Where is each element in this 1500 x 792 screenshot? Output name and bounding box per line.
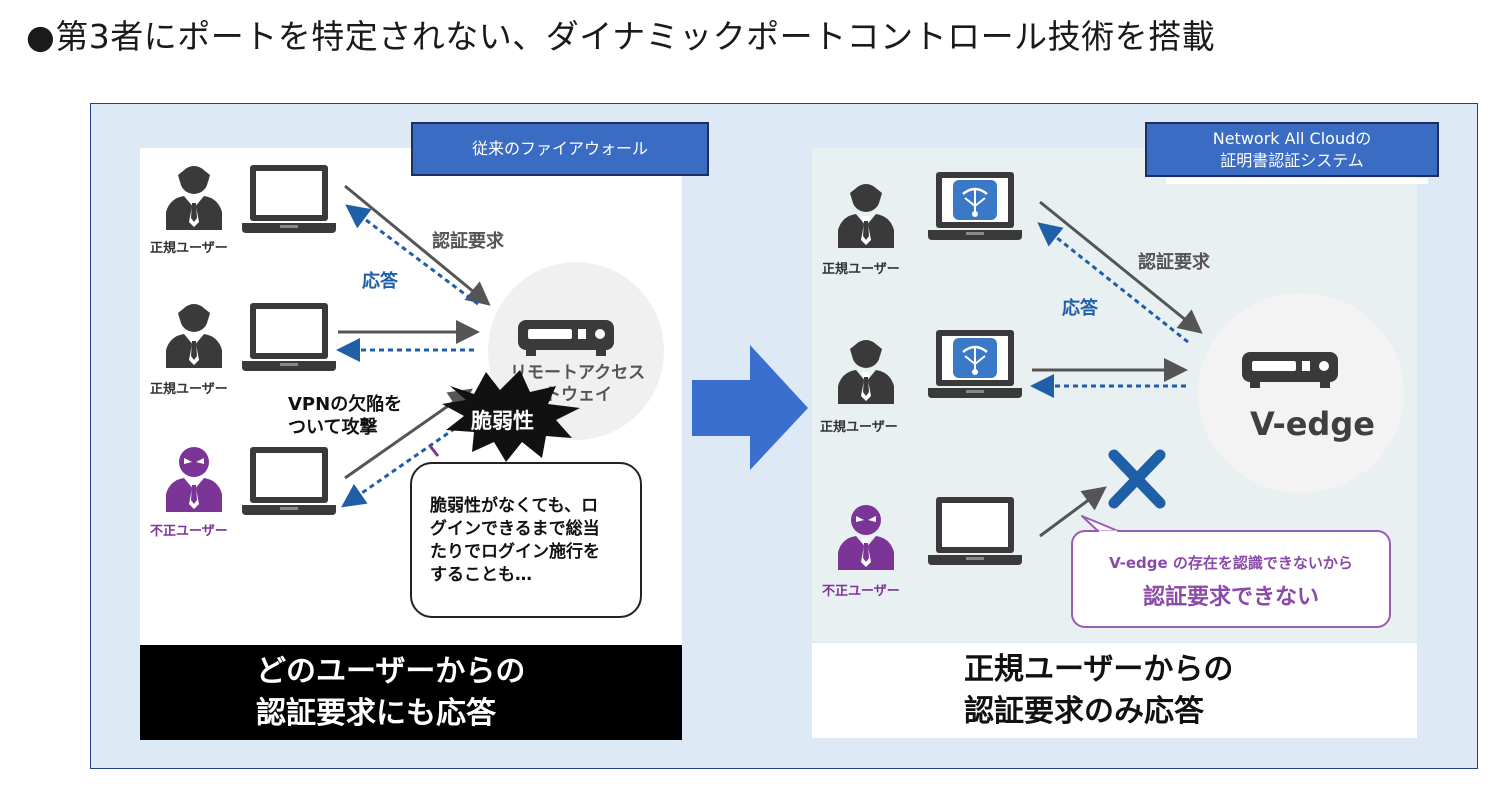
left-banner: どのユーザーからの 認証要求にも応答 (140, 645, 682, 740)
right-banner: 正規ユーザーからの 認証要求のみ応答 (812, 643, 1417, 738)
right-tag-line-2: 証明書認証システム (1220, 151, 1364, 170)
left-user-label-3: 不正ユーザー (150, 524, 228, 539)
left-banner-line-2: 認証要求にも応答 (256, 696, 496, 731)
right-tag: Network All Cloudの 証明書認証システム (1145, 122, 1439, 177)
vpn-attack-label: VPNの欠陥を ついて攻撃 (288, 393, 402, 439)
left-response-label: 応答 (362, 271, 398, 292)
right-banner-line-2: 認証要求のみ応答 (964, 694, 1204, 729)
right-auth-request-label: 認証要求 (1138, 252, 1210, 273)
right-user-label-3: 不正ユーザー (822, 584, 900, 599)
bubble-line-3: たりでログイン施行を (430, 542, 600, 562)
gateway-label: リモートアクセス ゲートウェイ (510, 362, 645, 406)
page-heading: ●第3者にポートを特定されない、ダイナミックポートコントロール技術を搭載 (26, 17, 1216, 56)
left-banner-line-1: どのユーザーからの (256, 654, 526, 689)
left-user-label-1: 正規ユーザー (150, 241, 228, 256)
bubble-large-text: 認証要求できない (1142, 585, 1319, 610)
right-user-label-2: 正規ユーザー (820, 420, 898, 435)
bubble-line-2: グインできるまで総当 (430, 519, 600, 539)
right-banner-line-1: 正規ユーザーからの (964, 652, 1234, 687)
right-user-label-1: 正規ユーザー (822, 262, 900, 277)
right-response-label: 応答 (1062, 298, 1098, 319)
v-edge-circle (1198, 293, 1404, 493)
v-edge-unknown-bubble: V-edge の存在を認識できないから 認証要求できない (1071, 530, 1391, 628)
gateway-label-line-1: リモートアクセス (510, 363, 646, 383)
left-tag: 従来のファイアウォール (411, 122, 709, 176)
bubble-small-text: V-edge の存在を認識できないから (1109, 554, 1353, 572)
brute-force-bubble: 脆弱性がなくても、ロ グインできるまで総当 たりでログイン施行を することも… (410, 462, 642, 618)
right-tag-underline (1166, 178, 1428, 184)
left-auth-request-label: 認証要求 (432, 231, 504, 252)
right-tag-line-1: Network All Cloudの (1212, 129, 1372, 148)
gateway-label-line-2: ゲートウェイ (510, 385, 612, 405)
bubble-line-1: 脆弱性がなくても、ロ (430, 496, 599, 516)
vulnerability-label: 脆弱性 (471, 409, 534, 433)
vpn-attack-line-1: VPNの欠陥を (288, 394, 403, 415)
v-edge-label: V-edge (1250, 405, 1375, 443)
bubble-line-4: することも… (430, 565, 532, 585)
left-user-label-2: 正規ユーザー (150, 382, 228, 397)
vpn-attack-line-2: ついて攻撃 (288, 417, 378, 438)
